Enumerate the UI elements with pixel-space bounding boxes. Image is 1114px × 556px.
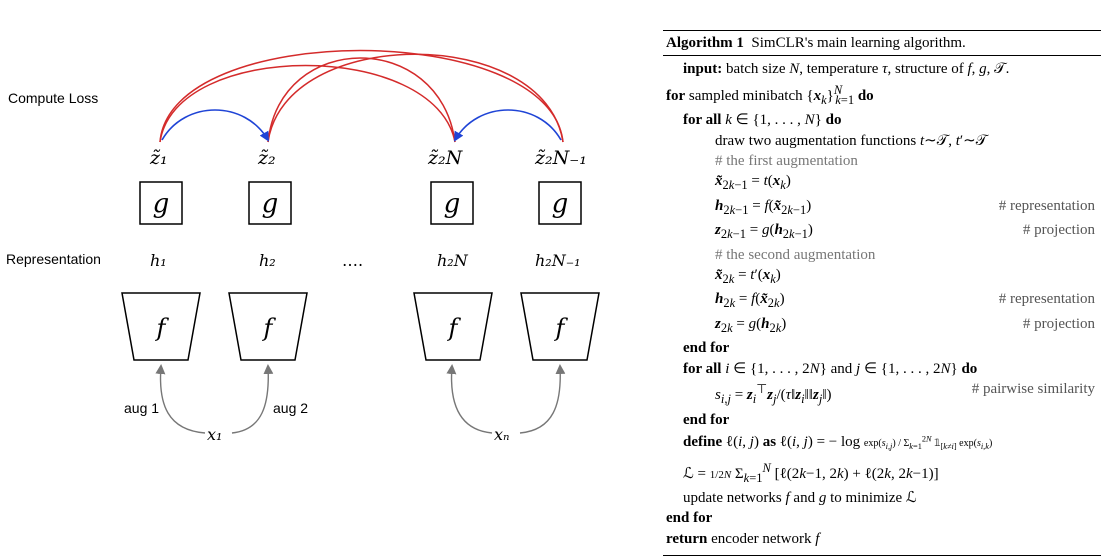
z-label-3: z̃₂N bbox=[427, 147, 464, 169]
algorithm-line: # the first augmentation bbox=[663, 151, 1101, 171]
h-label-2: h₂ bbox=[259, 251, 276, 270]
algorithm-title-text: SimCLR's main learning algorithm. bbox=[751, 35, 966, 51]
augmentation-arrow-2 bbox=[231, 364, 274, 434]
algorithm-line: # the second augmentation bbox=[663, 245, 1101, 265]
augmentation-arrow-4 bbox=[519, 364, 566, 434]
ellipsis: …. bbox=[342, 251, 363, 270]
algorithm-line-text: x̃2k = t′(xk) bbox=[715, 267, 781, 287]
algorithm-box: Algorithm 1 SimCLR's main learning algor… bbox=[663, 30, 1101, 556]
algorithm-line: input: batch size N, temperature τ, stru… bbox=[663, 59, 1101, 79]
representation-label: Representation bbox=[6, 251, 101, 267]
z-label-2: z̃₂ bbox=[257, 147, 276, 169]
algorithm-line-text: draw two augmentation functions t∼𝒯, t′∼… bbox=[715, 132, 988, 149]
algorithm-line: for all i ∈ {1, . . . , 2N} and j ∈ {1, … bbox=[663, 359, 1101, 379]
algorithm-line: h2k−1 = f(x̃2k−1) # representation bbox=[663, 196, 1101, 220]
positive-pair-arrow-2 bbox=[454, 109, 562, 142]
algorithm-line: x̃2k−1 = t(xk) bbox=[663, 171, 1101, 195]
h-label-1: h₁ bbox=[150, 251, 167, 270]
algorithm-line-text: input: batch size N, temperature τ, stru… bbox=[683, 61, 1010, 78]
h-label-3: h₂N bbox=[437, 251, 469, 270]
algorithm-line-comment: # representation bbox=[998, 197, 1095, 214]
loss-arc-2 bbox=[267, 57, 456, 143]
algorithm-line-comment: # representation bbox=[998, 291, 1095, 308]
algorithm-line-text: end for bbox=[683, 411, 730, 428]
algorithm-line-text: si,j = zi⊤zj/(τ‖zi‖‖zj‖) bbox=[715, 382, 832, 407]
algorithm-line: define ℓ(i, j) as ℓ(i, j) = − log exp(si… bbox=[663, 430, 1101, 458]
algorithm-line: z2k−1 = g(h2k−1) # projection bbox=[663, 220, 1101, 244]
algorithm-line: end for bbox=[663, 508, 1101, 528]
z-label-1: z̃₁ bbox=[149, 147, 168, 169]
svg-text:g: g bbox=[552, 189, 569, 219]
algorithm-line-text: # the second augmentation bbox=[715, 246, 876, 263]
simclr-diagram: z̃₁ z̃₂ z̃₂N z̃₂N₋₁ g g g g h₁ h₂ …. h₂N… bbox=[121, 49, 600, 444]
algorithm-title-number: Algorithm 1 bbox=[666, 35, 744, 51]
algorithm-body: input: batch size N, temperature τ, stru… bbox=[663, 56, 1101, 556]
g-box-3: g bbox=[430, 181, 474, 225]
augmentation-arrow-1 bbox=[155, 364, 206, 434]
algorithm-line-text: define ℓ(i, j) as ℓ(i, j) = − log exp(si… bbox=[683, 434, 993, 452]
z-label-4: z̃₂N₋₁ bbox=[534, 147, 587, 169]
loss-arc-4 bbox=[267, 53, 564, 143]
algorithm-line-text: # the first augmentation bbox=[715, 153, 858, 170]
algorithm-line-text: return encoder network f bbox=[666, 530, 820, 547]
loss-arc-1 bbox=[159, 49, 564, 143]
f-encoder-1: f bbox=[121, 292, 201, 361]
algorithm-line-comment: # projection bbox=[1022, 222, 1095, 239]
algorithm-line: for all k ∈ {1, . . . , N} do bbox=[663, 110, 1101, 130]
algorithm-line-text: h2k = f(x̃2k) bbox=[715, 291, 785, 311]
augmentation-arrow-3 bbox=[446, 364, 493, 434]
aug-1-label: aug 1 bbox=[124, 400, 160, 416]
g-box-1: g bbox=[139, 181, 183, 225]
algorithm-line-comment: # projection bbox=[1022, 315, 1095, 332]
algorithm-line: update networks f and g to minimize ℒ bbox=[663, 488, 1101, 508]
algorithm-line-text: end for bbox=[666, 510, 713, 527]
input-x1: x₁ bbox=[207, 425, 222, 444]
algorithm-line: si,j = zi⊤zj/(τ‖zi‖‖zj‖) # pairwise simil… bbox=[663, 379, 1101, 409]
aug-2-label: aug 2 bbox=[273, 400, 309, 416]
algorithm-line-text: z2k = g(h2k) bbox=[715, 315, 787, 335]
algorithm-line: end for bbox=[663, 338, 1101, 358]
f-encoder-2: f bbox=[228, 292, 308, 361]
algorithm-line-text: for sampled minibatch {xk}Nk=1 do bbox=[666, 82, 874, 107]
algorithm-line-comment: # pairwise similarity bbox=[971, 381, 1095, 398]
algorithm-title: Algorithm 1 SimCLR's main learning algor… bbox=[663, 30, 1101, 57]
h-label-4: h₂N₋₁ bbox=[535, 251, 581, 270]
algorithm-line-text: for all i ∈ {1, . . . , 2N} and j ∈ {1, … bbox=[683, 360, 978, 377]
algorithm-line: z2k = g(h2k) # projection bbox=[663, 314, 1101, 338]
input-xn: xₙ bbox=[494, 425, 510, 444]
g-box-4: g bbox=[538, 181, 582, 225]
algorithm-line-text: x̃2k−1 = t(xk) bbox=[715, 173, 791, 193]
svg-text:g: g bbox=[444, 189, 461, 219]
algorithm-line-text: update networks f and g to minimize ℒ bbox=[683, 490, 917, 507]
algorithm-line-text: ℒ = 1/2N Σk=1N [ℓ(2k−1, 2k) + ℓ(2k, 2k−1… bbox=[683, 460, 939, 485]
algorithm-line: ℒ = 1/2N Σk=1N [ℓ(2k−1, 2k) + ℓ(2k, 2k−1… bbox=[663, 458, 1101, 488]
algorithm-line-text: end for bbox=[683, 340, 730, 357]
f-encoder-3: f bbox=[413, 292, 493, 361]
algorithm-line-text: z2k−1 = g(h2k−1) bbox=[715, 222, 813, 242]
algorithm-line-text: h2k−1 = f(x̃2k−1) bbox=[715, 197, 812, 217]
algorithm-line: h2k = f(x̃2k) # representation bbox=[663, 289, 1101, 313]
f-encoder-4: f bbox=[520, 292, 600, 361]
algorithm-line: draw two augmentation functions t∼𝒯, t′∼… bbox=[663, 131, 1101, 151]
loss-arc-3 bbox=[159, 64, 456, 143]
g-box-2: g bbox=[248, 181, 292, 225]
algorithm-line: end for bbox=[663, 410, 1101, 430]
svg-text:g: g bbox=[153, 189, 170, 219]
algorithm-line: for sampled minibatch {xk}Nk=1 do bbox=[663, 80, 1101, 110]
algorithm-line: return encoder network f bbox=[663, 529, 1101, 549]
positive-pair-arrow-1 bbox=[161, 109, 269, 142]
algorithm-line: x̃2k = t′(xk) bbox=[663, 265, 1101, 289]
svg-text:g: g bbox=[262, 189, 279, 219]
compute-loss-label: Compute Loss bbox=[8, 90, 99, 106]
algorithm-line-text: for all k ∈ {1, . . . , N} do bbox=[683, 112, 842, 129]
